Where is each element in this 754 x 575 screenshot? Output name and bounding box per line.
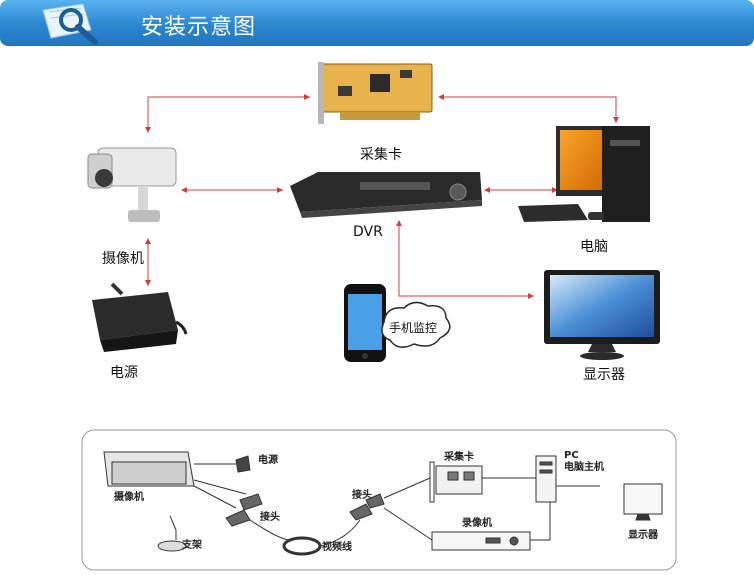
power-label: 电源: [110, 365, 138, 381]
phone-monitor-label: 手机监控: [389, 321, 438, 335]
dvr-image: [290, 172, 482, 218]
bottom-video-cable-label: 视频线: [322, 542, 352, 553]
bottom-pc-label-line1: PC: [564, 450, 579, 461]
camera-label: 摄像机: [102, 251, 144, 267]
capture-card-label: 采集卡: [360, 147, 402, 163]
power-adapter-image: [92, 282, 188, 352]
display-label: 显示器: [583, 367, 625, 383]
computer-label: 电脑: [580, 239, 608, 255]
phone-image: [344, 284, 386, 362]
bottom-camera-label: 摄像机: [114, 492, 144, 503]
display-image: [544, 270, 660, 360]
page-title: 安装示意图: [141, 15, 257, 40]
top-diagram: [87, 62, 660, 362]
bottom-recorder-label: 录像机: [462, 518, 492, 529]
bottom-connector-mid-label: 接头: [352, 490, 372, 501]
connection-arrows: [145, 94, 619, 299]
header-bar: 安装示意图: [0, 0, 754, 46]
capture-card-image: [318, 62, 433, 124]
computer-image: [518, 126, 650, 222]
phone-monitor-cloud: [381, 301, 451, 348]
dvr-label: DVR: [353, 224, 383, 240]
camera-image: [87, 147, 177, 222]
bottom-pc-label-line2: 电脑主机: [564, 462, 604, 473]
search-book-icon: [42, 3, 98, 45]
bottom-stand-label: 支架: [182, 540, 202, 551]
bottom-capture-card-label: 采集卡: [444, 452, 474, 463]
bottom-power-label: 电源: [258, 455, 278, 466]
bottom-display-label: 显示器: [628, 530, 658, 541]
bottom-connector-left-label: 接头: [260, 512, 280, 523]
